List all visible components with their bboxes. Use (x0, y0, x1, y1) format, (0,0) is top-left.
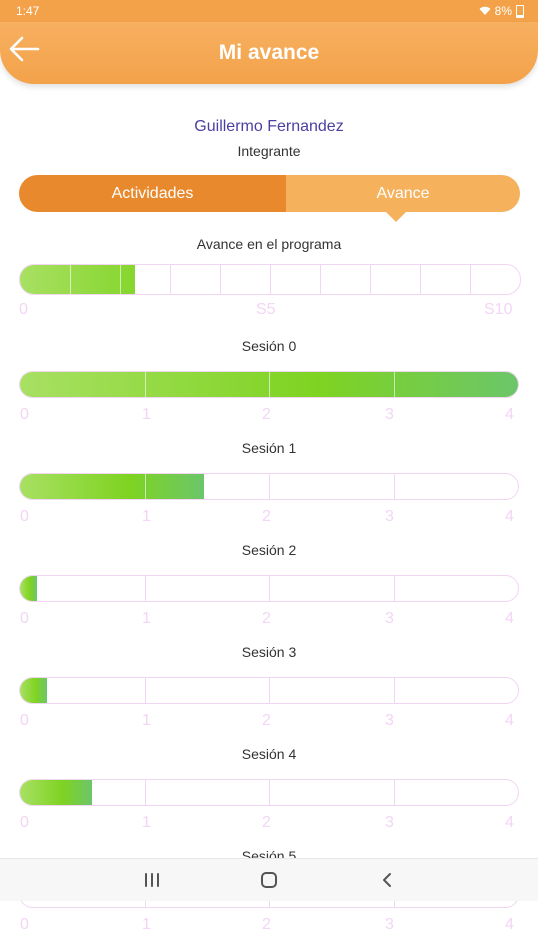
program-progress-fill (20, 265, 135, 294)
session-tick-label: 2 (262, 712, 271, 729)
session-title: Sesión 3 (241, 644, 297, 660)
status-time: 1:47 (16, 4, 40, 18)
program-segment-divider (70, 265, 71, 294)
session-tick-label: 0 (20, 406, 29, 423)
session-tick-label: 1 (142, 508, 151, 525)
session-tick-label: 2 (262, 916, 271, 933)
session-tick-label: 1 (142, 406, 151, 423)
session-tick-label: 4 (505, 814, 514, 831)
app-header: Mi avance (0, 22, 538, 84)
wifi-icon (479, 6, 491, 15)
program-segment-divider (120, 265, 121, 294)
program-progress-title: Avance en el programa (196, 236, 342, 252)
tabs: Actividades Avance (19, 175, 520, 222)
session-segment-divider (269, 576, 270, 601)
session-tick-label: 2 (262, 508, 271, 525)
battery-percent: 8% (494, 4, 512, 18)
session-tick-label: 1 (142, 712, 151, 729)
session-tick-label: 3 (385, 406, 394, 423)
system-nav-bar (0, 858, 538, 901)
session-tick-label: 0 (20, 916, 29, 933)
program-tick-label: S10 (484, 301, 513, 318)
session-tick-label: 3 (385, 712, 394, 729)
tab-progress-label: Avance (376, 185, 430, 202)
session-title: Sesión 1 (241, 440, 297, 456)
battery-icon (516, 4, 524, 18)
session-tick-label: 3 (385, 916, 394, 933)
session-progress-fill (20, 474, 205, 499)
page-title: Mi avance (218, 41, 320, 64)
session-tick-label: 3 (385, 508, 394, 525)
session-title: Sesión 4 (241, 746, 297, 762)
session-segment-divider (393, 474, 395, 499)
back-icon[interactable] (367, 865, 407, 895)
session-segment-divider (393, 576, 395, 601)
session-progress-fill (20, 678, 48, 703)
home-icon[interactable] (249, 865, 289, 895)
session-segment-divider (393, 780, 395, 805)
session-progress-bar (19, 473, 519, 500)
session-tick-label: 0 (20, 712, 29, 729)
session-segment-divider (393, 372, 395, 397)
user-name: Guillermo Fernandez (194, 118, 344, 135)
session-tick-label: 4 (505, 712, 514, 729)
session-tick-label: 0 (20, 610, 29, 627)
program-segment-divider (370, 265, 371, 294)
status-right: 8% (479, 4, 524, 18)
program-segment-divider (320, 265, 321, 294)
session-title: Sesión 0 (241, 338, 297, 354)
session-progress-bar (19, 779, 519, 806)
session-segment-divider (393, 678, 395, 703)
session-segment-divider (269, 372, 270, 397)
session-tick-label: 2 (262, 814, 271, 831)
session-tick-label: 4 (505, 508, 514, 525)
session-segment-divider (144, 576, 146, 601)
session-progress-fill (20, 576, 38, 601)
session-segment-divider (269, 474, 270, 499)
session-segment-divider (144, 372, 146, 397)
program-segment-divider (170, 265, 171, 294)
session-segment-divider (144, 780, 146, 805)
session-segment-divider (269, 678, 270, 703)
session-tick-label: 4 (505, 610, 514, 627)
session-tick-label: 2 (262, 406, 271, 423)
status-bar: 1:47 8% (0, 0, 538, 22)
session-segment-divider (144, 678, 146, 703)
session-tick-label: 0 (20, 814, 29, 831)
recent-apps-icon[interactable] (132, 865, 172, 895)
program-tick-label: 0 (19, 301, 28, 318)
session-tick-label: 1 (142, 814, 151, 831)
session-tick-label: 4 (505, 406, 514, 423)
tab-active-pointer (386, 212, 406, 222)
tab-progress[interactable]: Avance (286, 175, 520, 222)
program-segment-divider (220, 265, 221, 294)
session-tick-label: 3 (385, 610, 394, 627)
tab-activities[interactable]: Actividades (19, 175, 286, 212)
user-role: Integrante (237, 143, 301, 159)
session-tick-label: 3 (385, 814, 394, 831)
session-progress-bar (19, 575, 519, 602)
session-progress-bar (19, 371, 519, 398)
program-progress-bar (19, 264, 521, 295)
session-title: Sesión 2 (241, 542, 297, 558)
program-segment-divider (470, 265, 471, 294)
program-segment-divider (270, 265, 271, 294)
session-progress-bar (19, 677, 519, 704)
program-segment-divider (420, 265, 421, 294)
session-tick-label: 0 (20, 508, 29, 525)
session-progress-fill (20, 780, 93, 805)
program-tick-label: S5 (256, 301, 276, 318)
session-tick-label: 1 (142, 916, 151, 933)
session-tick-label: 2 (262, 610, 271, 627)
session-segment-divider (144, 474, 146, 499)
arrow-left-icon[interactable] (4, 32, 44, 66)
session-segment-divider (269, 780, 270, 805)
session-tick-label: 4 (505, 916, 514, 933)
session-tick-label: 1 (142, 610, 151, 627)
